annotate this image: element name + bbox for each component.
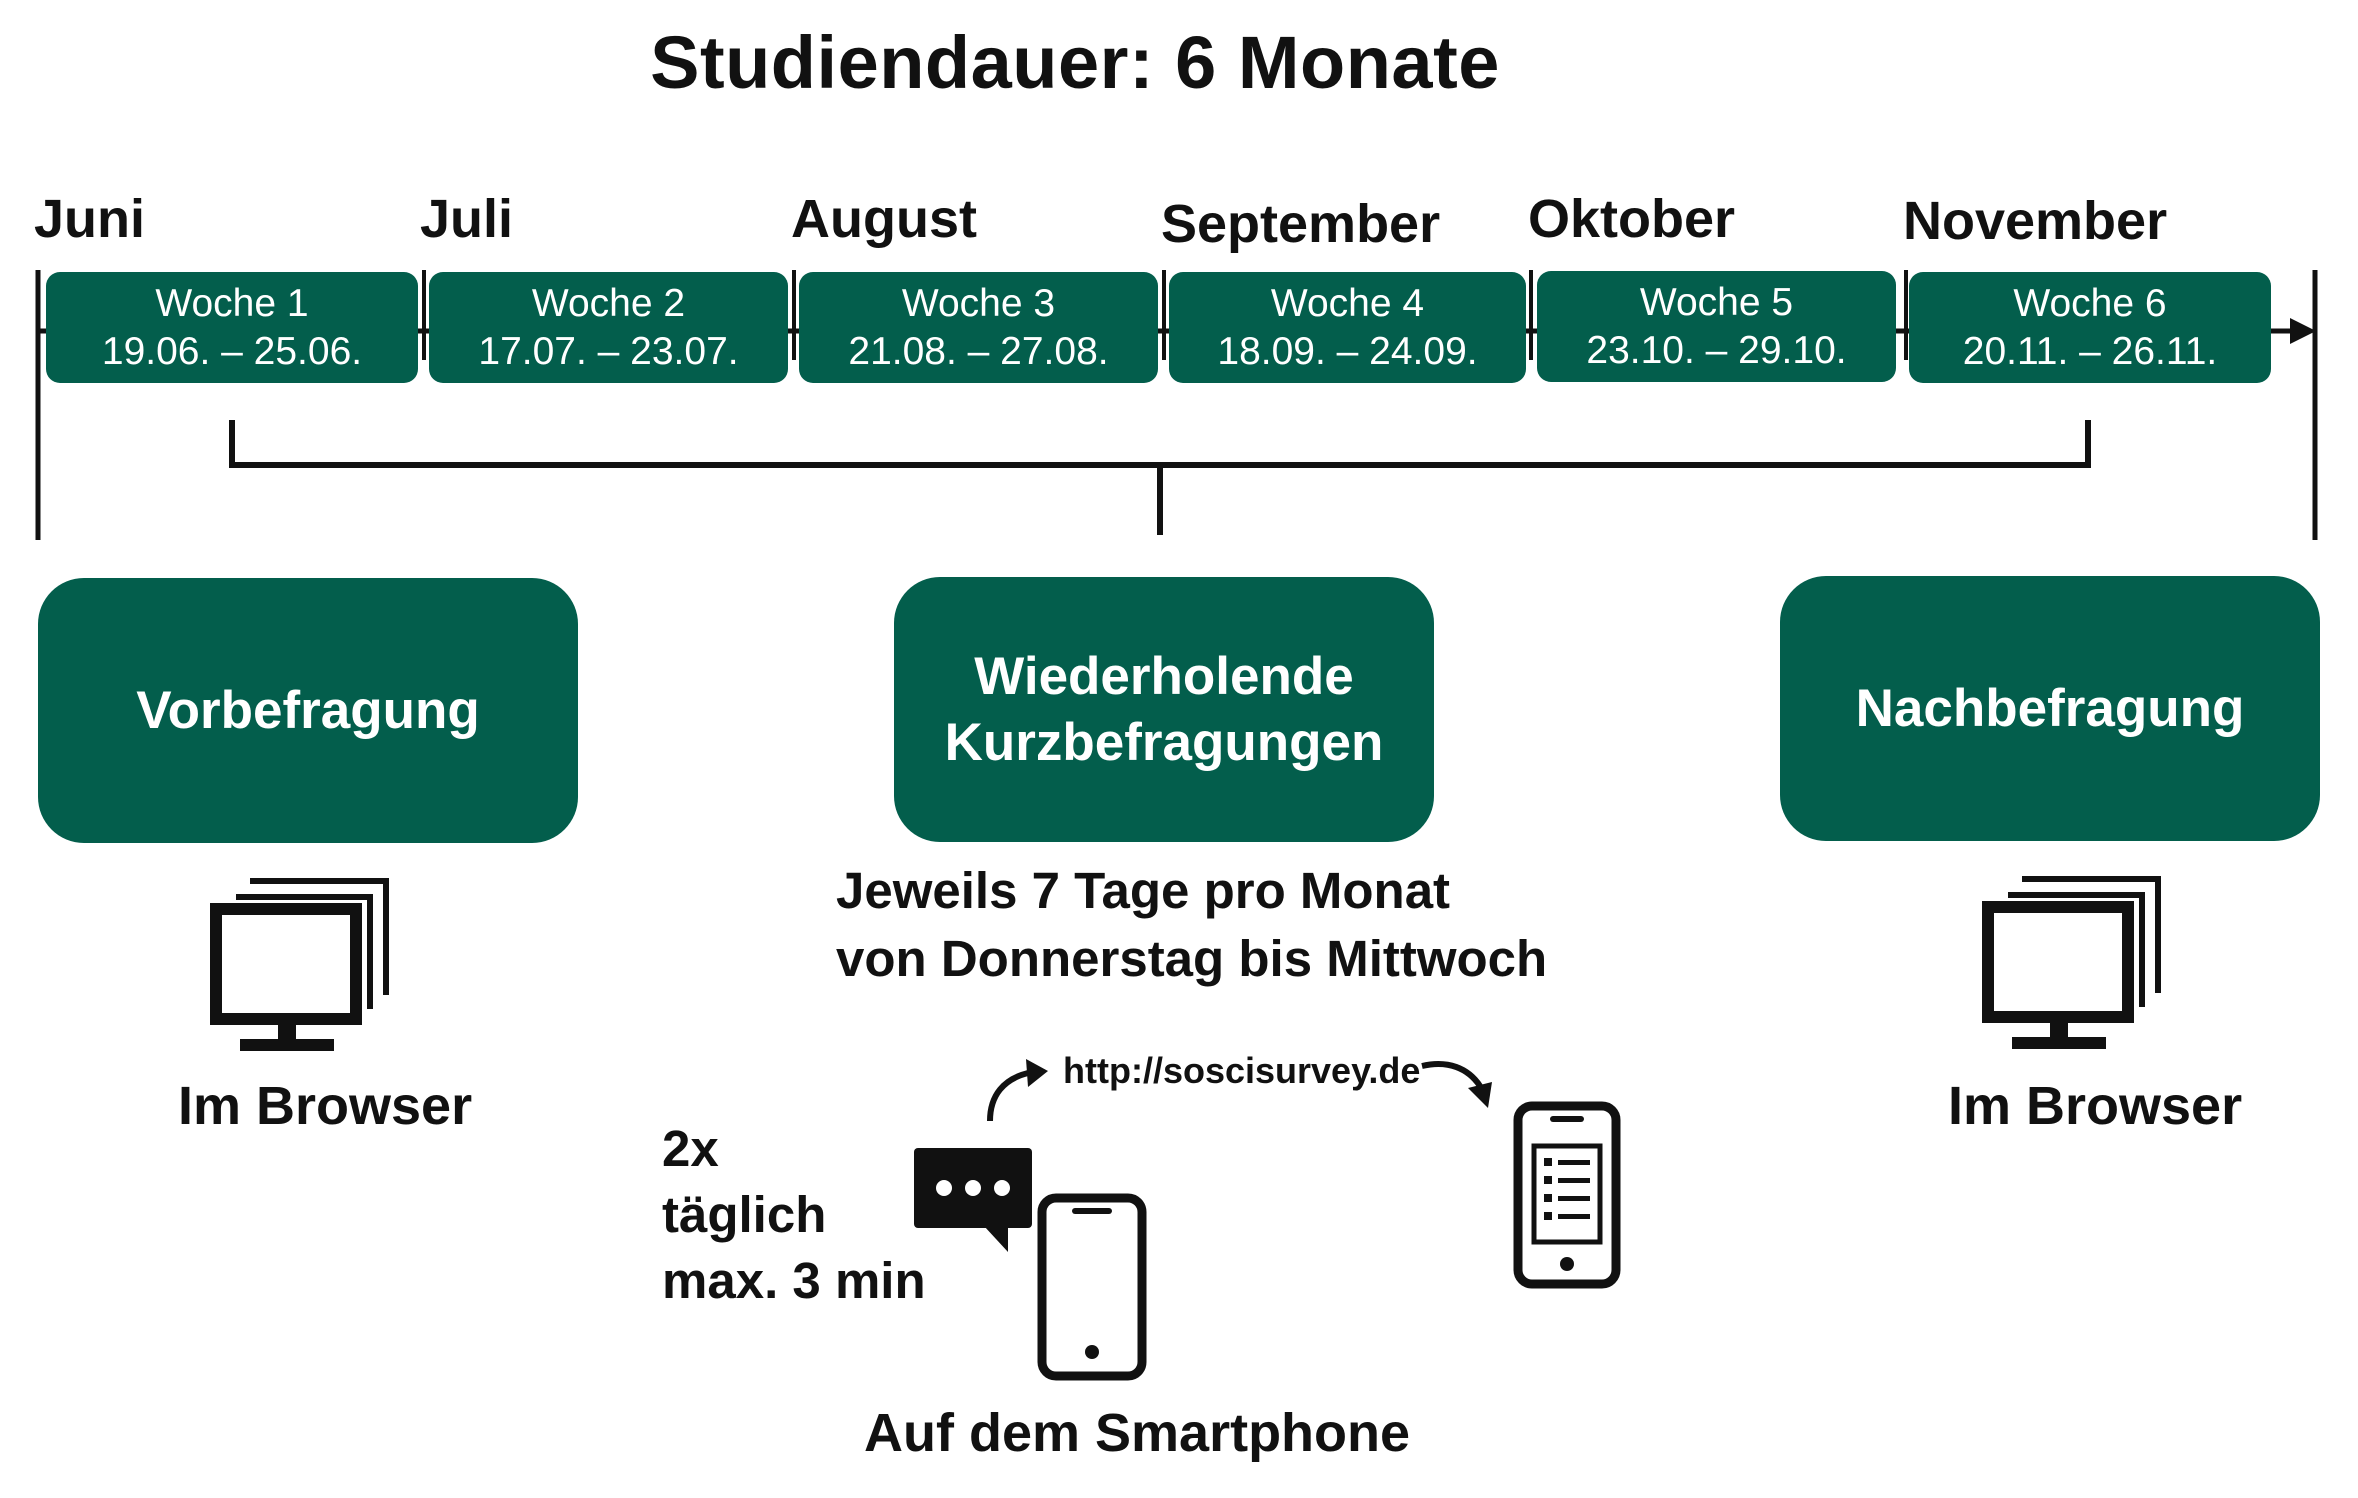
monitor-icon [210,878,389,1051]
chat-bubble-icon [914,1148,1032,1252]
month-label-oktober: Oktober [1528,189,1736,249]
month-label-august: August [791,189,977,249]
week-box-6: Woche 6 20.11. – 26.11. [1909,272,2271,383]
frequency-info: 2x täglich max. 3 min [662,1116,926,1314]
diagram-title: Studiendauer: 6 Monate [650,21,1500,104]
smartphone-label: Auf dem Smartphone [864,1403,1411,1463]
week-label: Woche 3 [901,281,1056,325]
week-label: Woche 1 [155,281,309,325]
week-box-5: Woche 5 23.10. – 29.10. [1537,271,1896,382]
phase-label: Nachbefragung [1855,678,2245,738]
post-survey-medium: Im Browser [1948,1076,2243,1136]
week-box-3: Woche 3 21.08. – 27.08. [799,272,1158,383]
week-label: Woche 6 [2013,281,2167,325]
repeated-survey-description: Jeweils 7 Tage pro Monat von Donnerstag … [836,857,1547,993]
survey-url: http://soscisurvey.de [1063,1050,1421,1091]
week-dates: 20.11. – 26.11. [1962,329,2218,373]
week-label: Woche 4 [1270,281,1425,325]
curved-arrow-icon [1421,1061,1492,1108]
month-label-september: September [1161,194,1441,254]
month-label-november: November [1903,191,2168,251]
frequency-line2: täglich [662,1186,827,1243]
timeline-arrowhead [2290,318,2316,344]
repeated-survey-bracket [229,420,2091,468]
month-label-juli: Juli [420,189,514,249]
week-box-1: Woche 1 19.06. – 25.06. [46,272,418,383]
week-label: Woche 2 [531,281,686,325]
monitor-icon [1982,876,2161,1049]
phase-label-line1: Wiederholende [974,646,1354,706]
frequency-line1: 2x [662,1120,719,1177]
phase-label: Vorbefragung [136,680,480,740]
frequency-line3: max. 3 min [662,1252,926,1309]
description-line2: von Donnerstag bis Mittwoch [836,930,1548,987]
questionnaire-phone-icon [1513,1101,1621,1289]
week-box-2: Woche 2 17.07. – 23.07. [429,272,788,383]
week-dates: 19.06. – 25.06. [101,329,363,373]
month-label-juni: Juni [34,189,146,249]
description-line1: Jeweils 7 Tage pro Monat [836,862,1451,919]
phase-box-repeated-surveys: Wiederholende Kurzbefragungen [894,577,1434,842]
week-dates: 17.07. – 23.07. [478,329,739,373]
curved-arrow-icon [987,1059,1048,1122]
week-label: Woche 5 [1639,280,1794,324]
week-dates: 18.09. – 24.09. [1217,329,1478,373]
phase-box-pre-survey: Vorbefragung [38,578,578,843]
week-box-4: Woche 4 18.09. – 24.09. [1169,272,1526,383]
phase-box-post-survey: Nachbefragung [1780,576,2320,841]
phase-label-line2: Kurzbefragungen [944,712,1384,772]
smartphone-icon [1037,1193,1147,1381]
week-dates: 21.08. – 27.08. [848,329,1109,373]
pre-survey-medium: Im Browser [178,1076,473,1136]
week-dates: 23.10. – 29.10. [1586,328,1847,372]
